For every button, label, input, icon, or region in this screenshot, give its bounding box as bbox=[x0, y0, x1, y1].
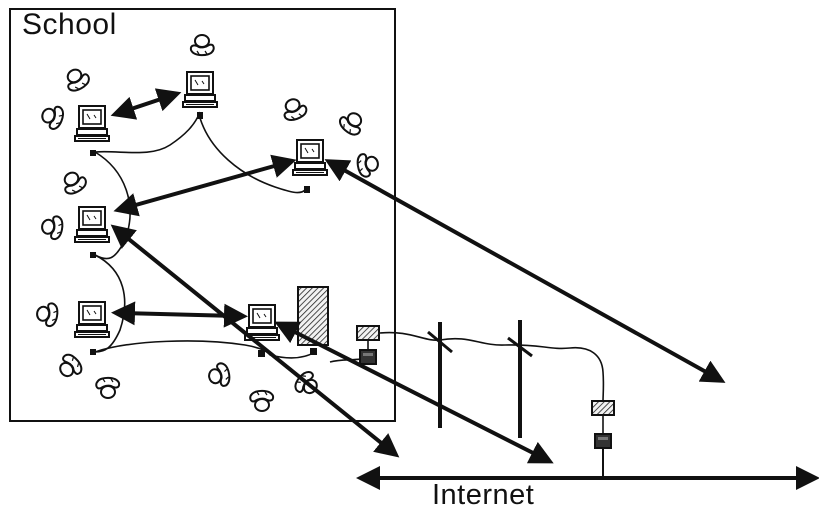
arrow-pc6-internet bbox=[274, 321, 554, 464]
student-icon bbox=[249, 389, 275, 412]
internet-label: Internet bbox=[432, 479, 535, 511]
student-icon bbox=[37, 101, 67, 132]
computer-icon bbox=[74, 206, 110, 243]
computer-icon bbox=[74, 301, 110, 338]
student-icon bbox=[57, 166, 90, 198]
arrow-pc1-pc2 bbox=[110, 88, 182, 120]
internet-router-icon bbox=[594, 433, 612, 449]
student-icon bbox=[335, 106, 369, 139]
student-icon bbox=[355, 150, 381, 179]
student-icon bbox=[53, 350, 86, 383]
student-icon bbox=[206, 361, 232, 390]
internet-modem-icon bbox=[591, 400, 615, 416]
student-icon bbox=[34, 300, 61, 329]
student-icon bbox=[95, 376, 121, 399]
arrow-pc4-pc3 bbox=[113, 154, 297, 217]
arrow-pc3-remote bbox=[324, 159, 726, 383]
school-router-icon bbox=[359, 349, 377, 365]
computer-icon bbox=[292, 139, 328, 176]
student-icon bbox=[39, 213, 66, 242]
student-icon bbox=[189, 34, 215, 57]
computer-icon bbox=[74, 105, 110, 142]
computer-icon bbox=[182, 71, 218, 108]
utility-pole-2 bbox=[507, 320, 533, 438]
school-modem-icon bbox=[356, 325, 380, 341]
student-icon bbox=[60, 63, 93, 95]
communication-arrows bbox=[110, 88, 726, 464]
school-label: School bbox=[22, 8, 117, 41]
student-icon bbox=[279, 94, 310, 124]
